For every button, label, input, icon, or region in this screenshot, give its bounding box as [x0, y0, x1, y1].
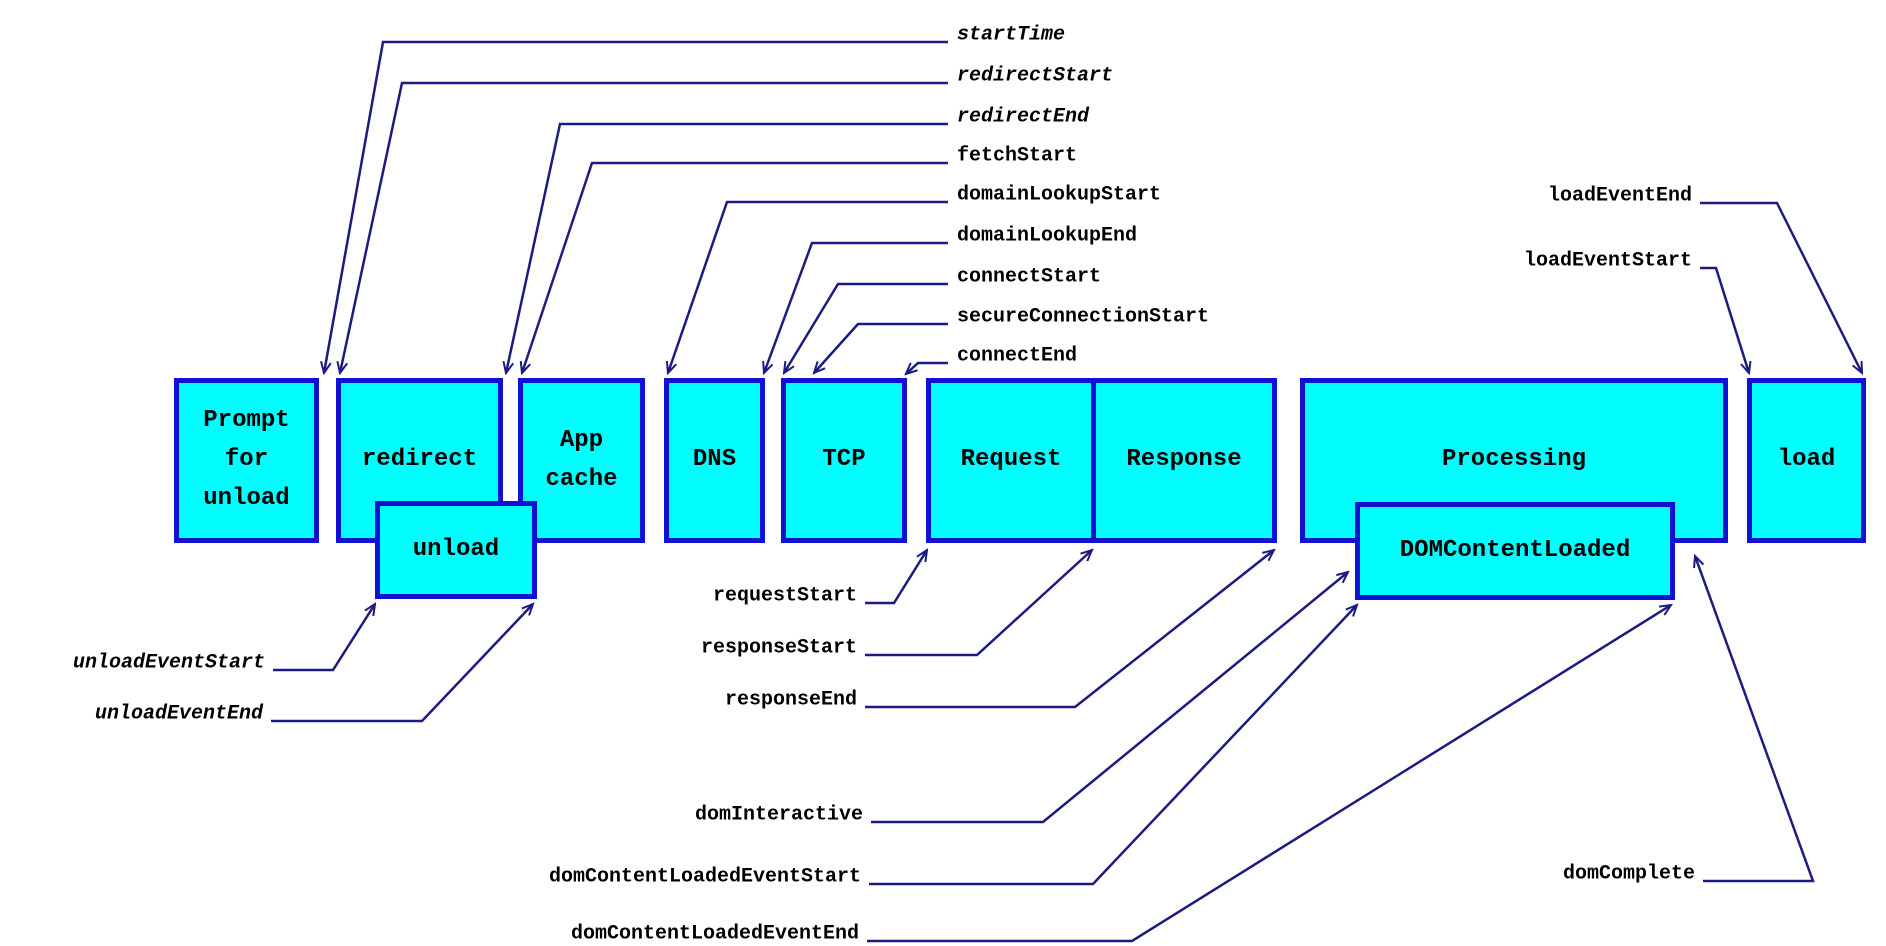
timing-label-responsestart: responseStart	[700, 636, 857, 660]
timeline-box-processing-text: Processing	[1441, 446, 1587, 474]
timeline-box-request-text: Request	[960, 446, 1062, 474]
timeline-box-tcp: TCP	[781, 378, 907, 543]
dominteractive-connector-line	[871, 572, 1348, 824]
loadeventend-connector-line	[1700, 201, 1864, 373]
secureconnectionstart-connector-line	[814, 322, 948, 373]
timeline-box-tcp-text: TCP	[822, 446, 866, 474]
timeline-box-response-text: Response	[1126, 446, 1242, 474]
timeline-box-prompt-for-unload-text: unload	[203, 484, 290, 512]
timing-label-redirectend: redirectEnd	[957, 105, 1090, 129]
timeline-box-response: Response	[1091, 378, 1277, 543]
domainlookupend-connector-line	[764, 241, 948, 373]
timing-label-loadeventstart: loadEventStart	[1523, 249, 1692, 273]
timeline-box-dns: DNS	[664, 378, 765, 543]
timeline-box-unload: unload	[375, 501, 537, 599]
timeline-box-dns-text: DNS	[692, 446, 737, 474]
loadeventstart-connector-line	[1700, 266, 1749, 373]
fetchstart-connector-line	[522, 161, 948, 373]
timing-label-loadeventend: loadEventEnd	[1547, 184, 1692, 208]
timing-label-domainlookupend: domainLookupEnd	[957, 224, 1138, 248]
timeline-box-load-text: load	[1777, 446, 1836, 474]
timing-label-connectend: connectEnd	[957, 344, 1078, 368]
timing-label-dominteractive: domInteractive	[694, 803, 863, 827]
timeline-box-app-cache-text: cache	[545, 465, 618, 493]
timing-label-requeststart: requestStart	[712, 584, 857, 608]
unloadeventstart-connector-line	[273, 604, 375, 672]
timeline-box-prompt-for-unload: Prompt for unload	[174, 378, 319, 543]
connectend-connector-line	[906, 361, 948, 374]
timing-label-domcontentloadedeventstart: domContentLoadedEventStart	[548, 865, 861, 889]
timeline-box-domcontentloaded: DOMContentLoaded	[1355, 502, 1675, 600]
timing-label-connectstart: connectStart	[957, 265, 1102, 289]
domcontentloadedeventend-connector-line	[867, 605, 1671, 943]
domcontentloadedeventstart-connector-line	[869, 605, 1357, 886]
redirectend-connector-line	[506, 122, 948, 373]
timing-label-fetchstart: fetchStart	[957, 144, 1078, 168]
domcomplete-connector-line	[1695, 556, 1815, 883]
responsestart-connector-line	[865, 550, 1092, 657]
domainlookupstart-connector-line	[668, 200, 948, 373]
timeline-box-unload-text: unload	[412, 535, 500, 563]
responseend-connector-line	[865, 550, 1274, 709]
timeline-box-app-cache: App cache	[518, 378, 645, 543]
timeline-box-app-cache-text: App	[559, 426, 604, 454]
timeline-box-request: Request	[926, 378, 1096, 543]
timeline-box-prompt-for-unload-text: Prompt	[203, 407, 290, 435]
unloadeventend-connector-line	[271, 604, 533, 723]
timing-label-unloadeventend: unloadEventEnd	[94, 702, 263, 726]
connectstart-connector-line	[784, 282, 948, 373]
timing-label-domcomplete: domComplete	[1562, 862, 1695, 886]
timing-label-starttime: startTime	[957, 23, 1066, 47]
requeststart-connector-line	[865, 550, 927, 605]
timeline-box-prompt-for-unload-text: for	[224, 446, 269, 474]
timing-label-redirectstart: redirectStart	[957, 64, 1114, 88]
timeline-box-domcontentloaded-text: DOMContentLoaded	[1399, 536, 1631, 564]
timing-label-domainlookupstart: domainLookupStart	[957, 183, 1162, 207]
timing-label-domcontentloadedeventend: domContentLoadedEventEnd	[570, 922, 859, 946]
timing-label-unloadeventstart: unloadEventStart	[72, 651, 265, 675]
redirectstart-connector-line	[340, 81, 948, 373]
timing-label-secureconnectionstart: secureConnectionStart	[957, 305, 1210, 329]
starttime-connector-line	[324, 40, 948, 373]
timeline-box-load: load	[1747, 378, 1866, 543]
timeline-box-redirect-text: redirect	[361, 446, 478, 474]
timing-label-responseend: responseEnd	[724, 688, 857, 712]
